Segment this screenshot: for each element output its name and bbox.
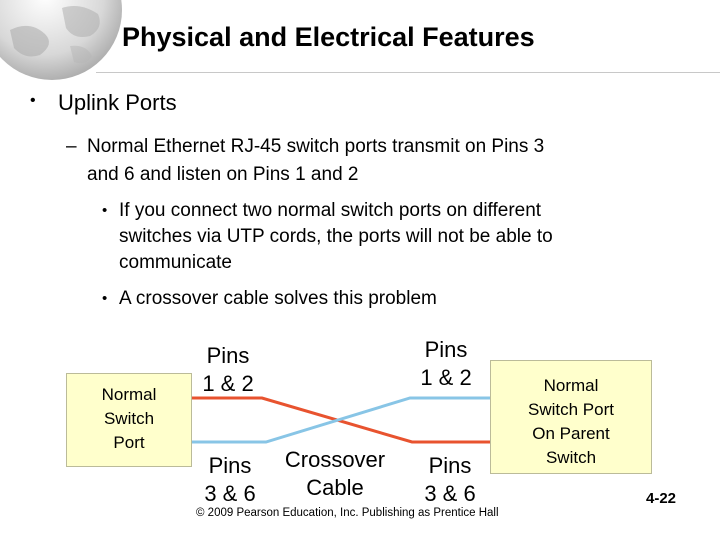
pins-numbers: 1 & 2 xyxy=(420,365,472,390)
title-divider xyxy=(96,72,720,73)
bullet-mark: • xyxy=(30,92,36,109)
cable-label-line: Cable xyxy=(306,475,364,500)
blue-wire xyxy=(190,396,490,444)
cable-label-line: Crossover xyxy=(284,447,386,472)
pins-word: Pins xyxy=(208,453,252,478)
box-label: Normal xyxy=(101,385,157,404)
box-label: On Parent xyxy=(532,424,610,443)
bullet-line: Normal Ethernet RJ-45 switch ports trans… xyxy=(87,136,545,157)
pins-label-bottom-left: Pins 3 & 6 xyxy=(198,452,262,508)
parent-switch-port-box: Normal Switch Port On Parent Switch xyxy=(490,360,652,474)
normal-switch-port-box: Normal Switch Port xyxy=(66,373,192,467)
bullet-text: A crossover cable solves this problem xyxy=(119,288,437,309)
copyright-footer: © 2009 Pearson Education, Inc. Publishin… xyxy=(196,507,499,519)
bullet-mark: • xyxy=(102,290,108,307)
pins-word: Pins xyxy=(428,453,472,478)
pins-numbers: 1 & 2 xyxy=(202,371,254,396)
crossover-cable-label: Crossover Cable xyxy=(270,446,400,502)
box-label: Switch Port xyxy=(528,400,614,419)
pins-word: Pins xyxy=(206,343,250,368)
bullet-dash: – xyxy=(66,136,77,157)
slide-title: Physical and Electrical Features xyxy=(122,22,535,52)
pins-numbers: 3 & 6 xyxy=(424,481,476,506)
pins-numbers: 3 & 6 xyxy=(204,481,256,506)
page-number: 4-22 xyxy=(646,490,677,507)
bullet-line: and 6 and listen on Pins 1 and 2 xyxy=(87,164,359,185)
box-label: Port xyxy=(113,433,145,452)
pins-word: Pins xyxy=(424,337,468,362)
globe-logo xyxy=(0,0,122,80)
bullet-line: If you connect two normal switch ports o… xyxy=(119,200,542,221)
bullet-text: Uplink Ports xyxy=(58,90,177,115)
pins-label-top-right: Pins 1 & 2 xyxy=(414,336,478,392)
bullet-mark: • xyxy=(102,202,108,219)
box-label: Normal xyxy=(543,376,599,395)
bullet-line: communicate xyxy=(119,252,232,273)
bullet-line: switches via UTP cords, the ports will n… xyxy=(119,226,553,247)
pins-label-top-left: Pins 1 & 2 xyxy=(196,342,260,398)
box-label: Switch xyxy=(103,409,155,428)
pins-label-bottom-right: Pins 3 & 6 xyxy=(418,452,482,508)
box-label: Switch xyxy=(545,448,597,467)
